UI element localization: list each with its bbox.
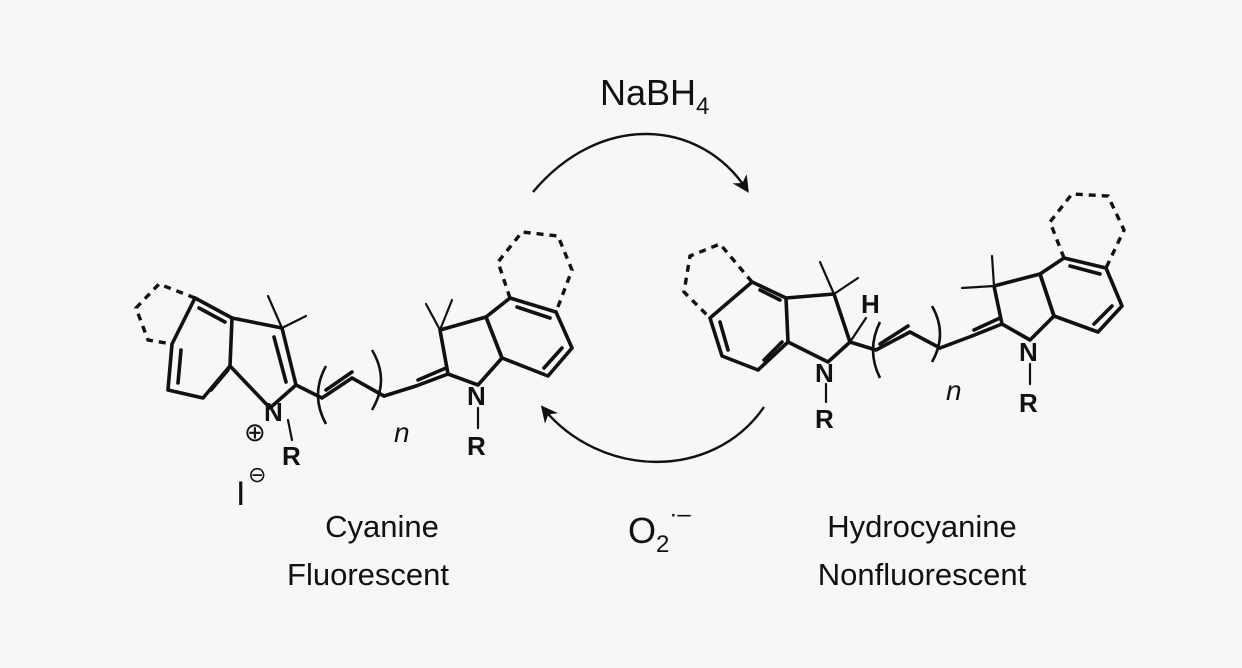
hydrocyanine-r-left: R: [815, 404, 834, 434]
cyanine-n-left: N: [264, 397, 283, 427]
hydrocyanine-hydrogen: H: [861, 289, 880, 319]
cyanine-n-right: N: [467, 381, 486, 411]
reagent-superoxide: O2·–: [628, 501, 691, 558]
hydrocyanine-structure: H N R N R n: [682, 192, 1126, 434]
forward-arrow: [532, 132, 749, 193]
hydrocyanine-fused-ring-right: [1048, 192, 1126, 269]
hydrocyanine-n-right: N: [1019, 337, 1038, 367]
counterion-iodide: I: [236, 475, 245, 513]
hydrocyanine-r-right: R: [1019, 388, 1038, 418]
cyanine-structure: N R N R n ⊕ I ⊖: [134, 230, 574, 513]
cyanine-r-right: R: [467, 431, 486, 461]
hydrocyanine-n-left: N: [815, 358, 834, 388]
hydrocyanine-fused-ring-left: [682, 241, 754, 320]
cyanine-r-left: R: [282, 441, 301, 471]
cyanine-fused-ring-right: [496, 230, 574, 313]
cyanine-name: Cyanine: [325, 509, 439, 544]
hydrocyanine-property: Nonfluorescent: [818, 557, 1027, 592]
cation-charge: ⊕: [244, 417, 266, 447]
counterion-charge: ⊖: [248, 462, 266, 487]
reverse-arrow: [540, 405, 765, 464]
cyanine-property: Fluorescent: [287, 557, 449, 592]
reagent-nabh4: NaBH4: [600, 72, 709, 120]
hydrocyanine-name: Hydrocyanine: [827, 509, 1017, 544]
hydrocyanine-repeat-n: n: [946, 375, 962, 406]
cyanine-fused-ring-left: [134, 282, 196, 346]
cyanine-repeat-n: n: [394, 417, 410, 448]
